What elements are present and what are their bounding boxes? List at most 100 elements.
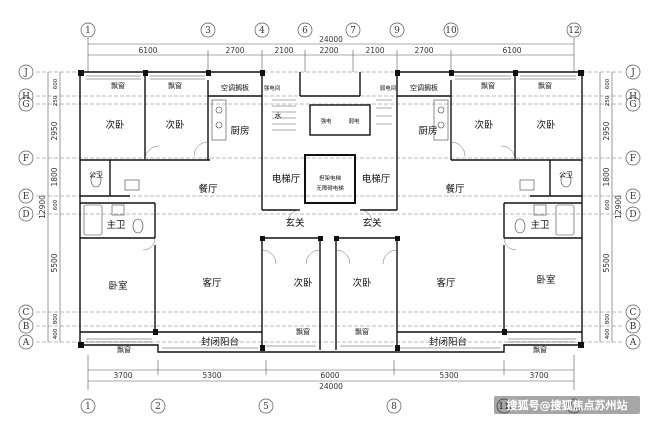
bottom-dim-5: 3700 <box>529 371 548 380</box>
label-utility-shaft: 强电间 <box>264 84 281 92</box>
left-dim-2: 250 <box>53 95 59 106</box>
label-elevator-note-2: 无障碍电梯 <box>316 184 344 192</box>
right-dim-6: 5500 <box>602 253 611 272</box>
label-bay-window-br: 飘窗 <box>533 345 547 354</box>
top-dimension-lines <box>87 38 575 72</box>
label-elevator-hall-r: 电梯厅 <box>362 173 391 185</box>
left-total-dimension: 12900 <box>38 195 47 219</box>
label-second-bedroom-r2: 次卧 <box>536 119 556 131</box>
right-total-dimension: 12900 <box>614 195 623 219</box>
left-axis-bubbles <box>18 64 34 350</box>
label-master-bath-l: 主卫 <box>106 219 126 231</box>
axis-bottom-2: 2 <box>155 402 161 412</box>
label-weak-shaft: 弱电间 <box>380 84 397 92</box>
bottom-axis-bubbles <box>80 398 582 414</box>
label-second-bedroom-l1: 次卧 <box>105 119 125 131</box>
bottom-total-dimension: 24000 <box>319 382 343 391</box>
watermark-backdrop <box>494 396 640 414</box>
axis-right-C: C <box>630 308 637 318</box>
label-bedroom-l: 卧室 <box>108 280 127 292</box>
top-dim-6: 2700 <box>414 46 433 55</box>
right-dim-2: 250 <box>605 95 611 106</box>
label-public-bath-l: 公卫 <box>89 171 103 179</box>
walls <box>79 71 583 353</box>
left-dim-5: 600 <box>53 199 59 210</box>
label-shaft-right: 弱电 <box>348 117 360 125</box>
label-water: 水 <box>275 111 282 120</box>
bottom-segment-dimensions: 3700 5300 6000 5300 3700 <box>113 371 548 380</box>
room-labels: 飘窗 飘窗 飘窗 飘窗 次卧 次卧 次卧 次卧 空调搁板 空调搁板 厨房 厨房 … <box>89 81 573 354</box>
label-living-l: 客厅 <box>202 277 222 289</box>
left-dim-1: 600 <box>53 78 59 89</box>
right-dim-4: 1800 <box>602 167 611 186</box>
label-kitchen-r: 厨房 <box>418 125 437 137</box>
axis-top-1: 1 <box>85 26 91 36</box>
label-bay-window-tr2: 飘窗 <box>538 81 552 90</box>
label-second-bedroom-core-r: 次卧 <box>352 277 372 289</box>
label-bay-window-core-l: 飘窗 <box>296 327 310 336</box>
axis-bottom-11: 11 <box>498 402 509 412</box>
label-entry-r: 玄关 <box>362 217 382 229</box>
axis-bottom-8: 8 <box>391 402 397 412</box>
axis-top-9: 9 <box>394 26 400 36</box>
right-dim-5: 600 <box>605 199 611 210</box>
label-shaft-left: 强电 <box>320 117 332 125</box>
label-ac-shelf-r: 空调搁板 <box>410 83 438 92</box>
right-dim-7: 800 <box>605 313 611 324</box>
top-dim-3: 2100 <box>274 46 293 55</box>
top-dim-4: 2200 <box>319 46 338 55</box>
right-axis-labels: J H G F E D C B A <box>629 68 637 348</box>
axis-top-12: 12 <box>568 26 579 36</box>
label-enclosed-balcony-l: 封闭阳台 <box>201 336 239 348</box>
label-bay-window-tr: 飘窗 <box>481 81 495 90</box>
label-dining-l: 餐厅 <box>198 183 218 195</box>
axis-right-A: A <box>629 338 637 348</box>
right-dim-8: 400 <box>605 328 611 339</box>
bath-fixtures <box>83 172 575 236</box>
axis-right-G: G <box>629 100 636 110</box>
right-dimensions: 12900 600 250 2950 1800 600 5500 800 400 <box>602 78 623 339</box>
left-dim-7: 800 <box>53 313 59 324</box>
left-dim-4: 1800 <box>50 167 59 186</box>
label-elevator-hall-l: 电梯厅 <box>272 173 301 185</box>
axis-right-F: F <box>630 154 636 164</box>
axis-left-E: E <box>23 192 30 202</box>
label-kitchen-l: 厨房 <box>230 125 249 137</box>
axis-top-7: 7 <box>350 26 356 36</box>
left-dim-6: 5500 <box>50 253 59 272</box>
axis-left-C: C <box>23 308 30 318</box>
window-lines <box>86 75 576 349</box>
label-elevator-note-1: 担架电梯 <box>319 174 342 182</box>
top-dim-5: 2100 <box>365 46 384 55</box>
bottom-axis-labels: 1 2 5 8 11 12 <box>85 402 580 412</box>
columns <box>78 70 584 351</box>
axis-top-3: 3 <box>205 26 211 36</box>
label-second-bedroom-core-l: 次卧 <box>293 277 313 289</box>
door-swings <box>142 141 517 265</box>
label-second-bedroom-r1: 次卧 <box>474 119 494 131</box>
axis-right-J: J <box>630 68 635 78</box>
label-public-bath-r: 公卫 <box>559 171 573 179</box>
axis-right-D: D <box>629 210 636 220</box>
top-segment-dimensions: 6100 2700 2100 2200 2100 2700 6100 <box>138 46 521 55</box>
axis-right-E: E <box>630 192 637 202</box>
label-bay-window-bl: 飘窗 <box>117 345 131 354</box>
axis-right-B: B <box>630 322 637 332</box>
top-dim-7: 6100 <box>502 46 521 55</box>
label-bedroom-r: 卧室 <box>536 274 555 286</box>
axis-bottom-12: 12 <box>568 402 579 412</box>
label-living-r: 客厅 <box>436 277 456 289</box>
right-dim-1: 600 <box>605 78 611 89</box>
label-master-bath-r: 主卫 <box>530 219 550 231</box>
side-dimension-lines <box>47 72 613 342</box>
bottom-dim-3: 6000 <box>320 371 339 380</box>
top-total-dimension: 24000 <box>319 35 343 44</box>
label-dining-r: 餐厅 <box>445 183 465 195</box>
bottom-dimension-lines <box>87 355 575 390</box>
label-ac-shelf-l: 空调搁板 <box>221 83 249 92</box>
label-bay-window-tl: 飘窗 <box>111 81 125 90</box>
axis-left-J: J <box>23 68 28 78</box>
label-bay-window-tl2: 飘窗 <box>168 81 182 90</box>
bottom-dim-4: 5300 <box>439 371 458 380</box>
top-dim-2: 2700 <box>225 46 244 55</box>
